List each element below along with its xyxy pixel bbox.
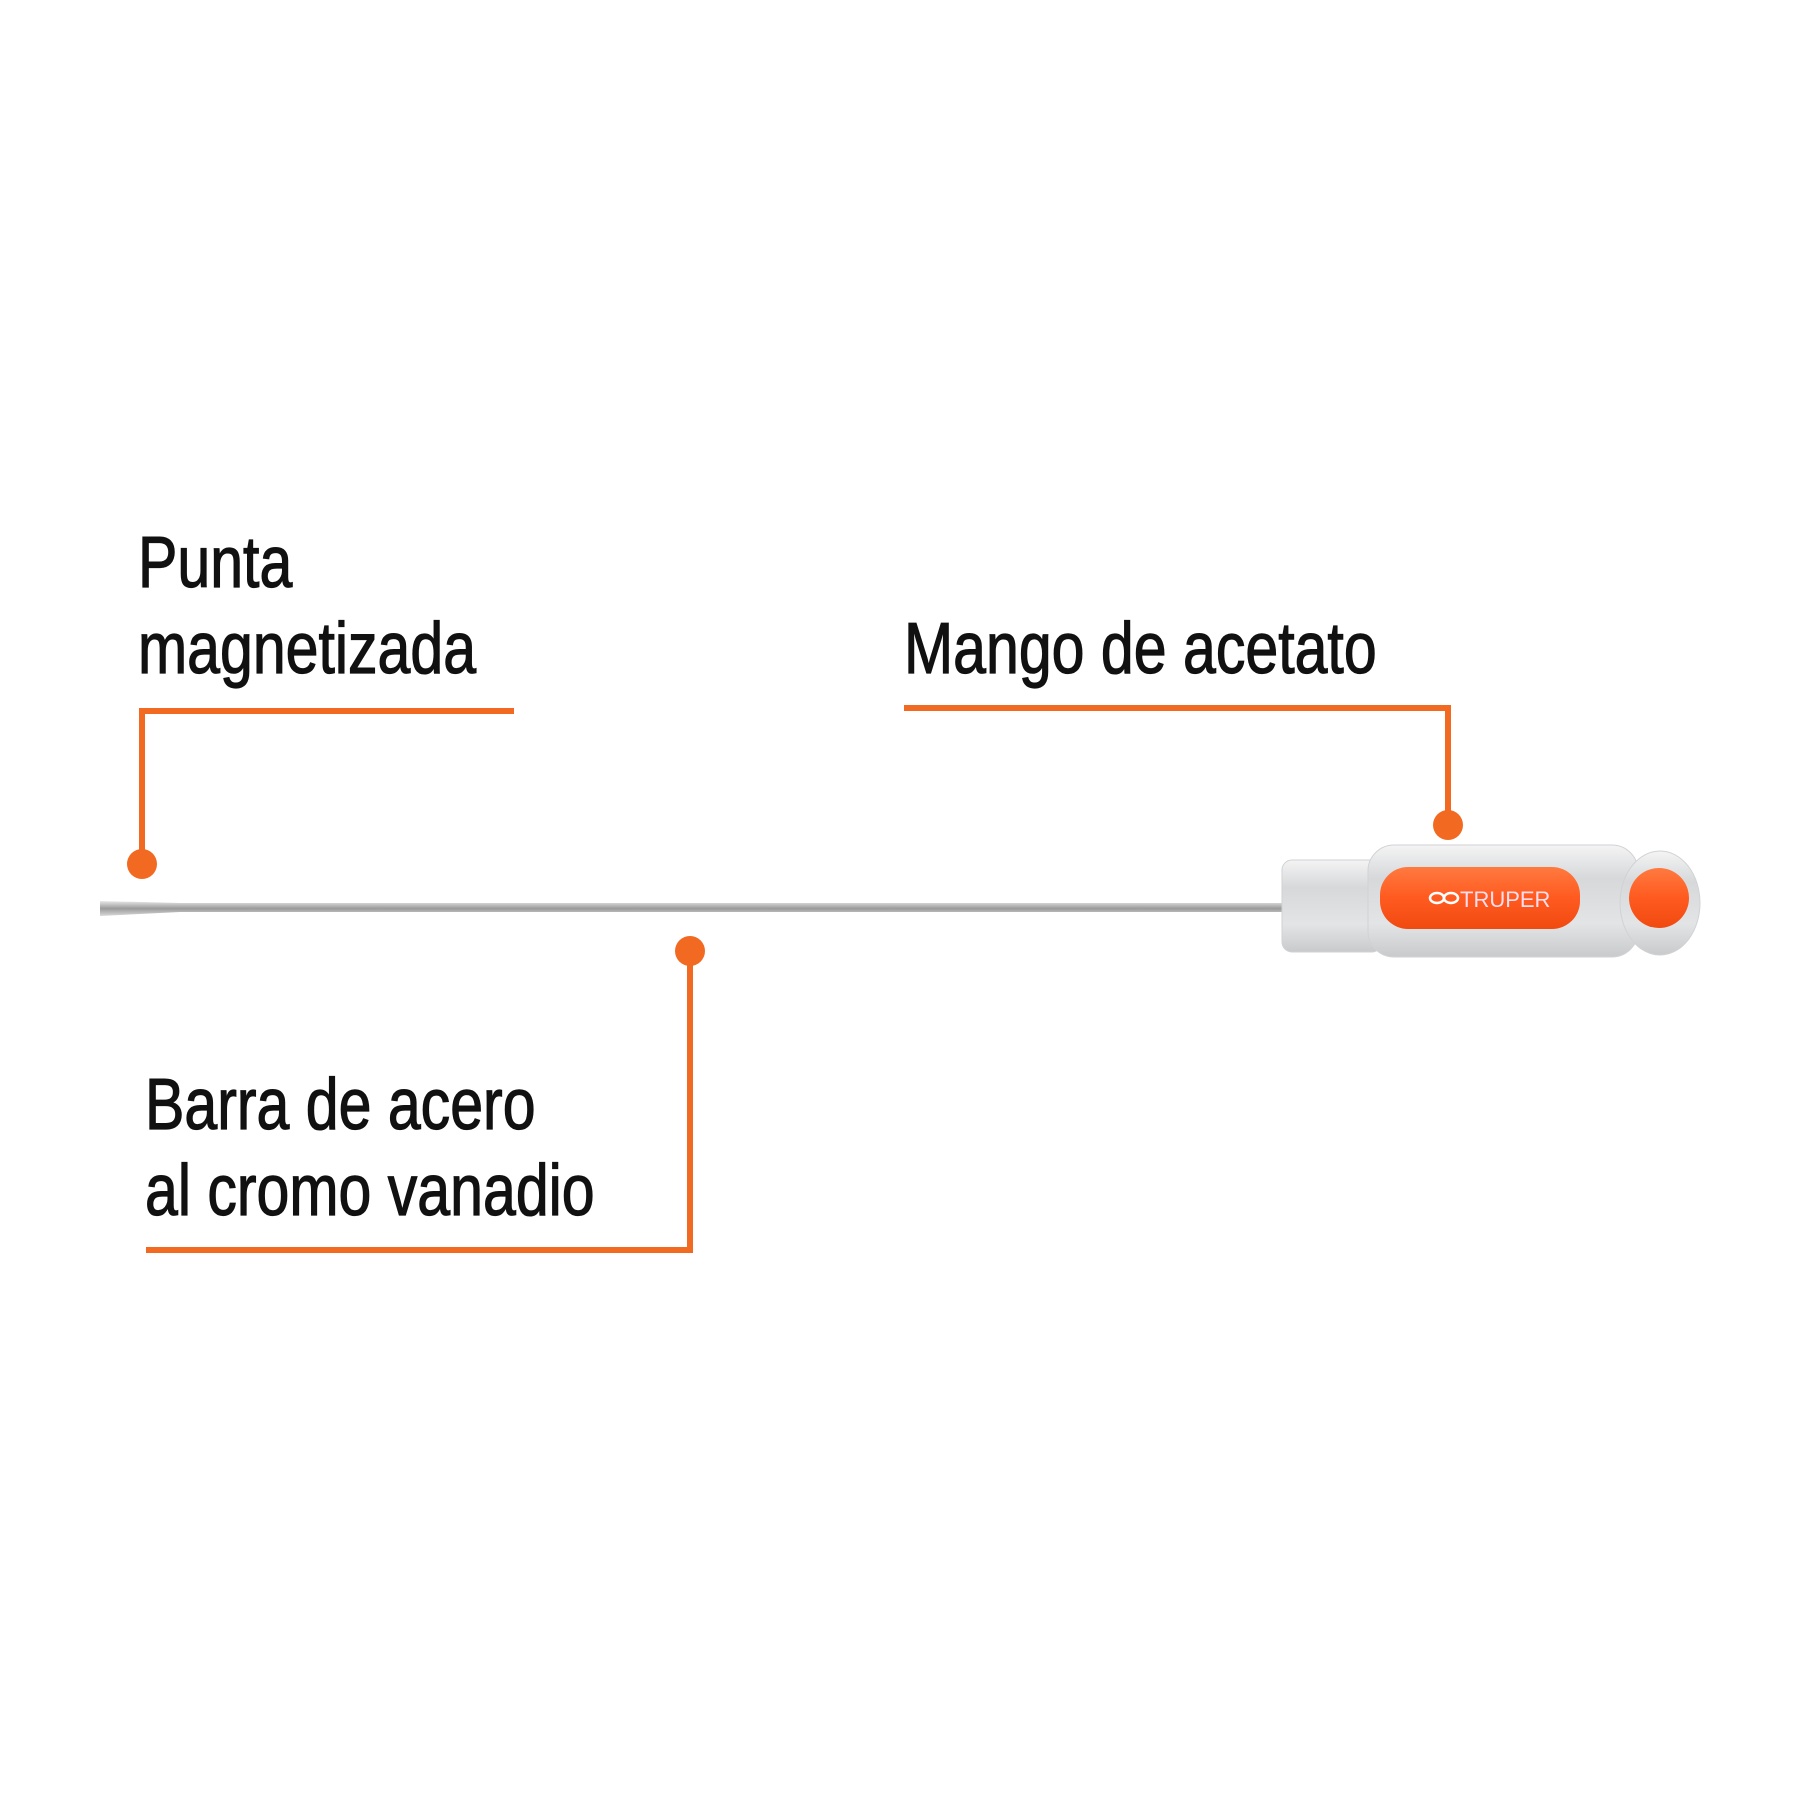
handle-label-line1: Mango de acetato	[904, 608, 1378, 689]
acetate-handle: TRUPER	[1281, 844, 1701, 958]
shaft-label-line1: Barra de acero	[145, 1064, 537, 1145]
handle-leader-line	[904, 705, 1451, 820]
shaft-label-line2: al cromo vanadio	[145, 1150, 596, 1231]
svg-text:TRUPER: TRUPER	[1460, 887, 1550, 912]
truper-logo: TRUPER	[1428, 887, 1550, 912]
tip-leader-line	[139, 708, 514, 860]
shaft-callout-label: Barra de acero al cromo vanadio	[145, 1062, 596, 1234]
tip-label-line1: Punta	[138, 522, 293, 603]
tip-label-line2: magnetizada	[138, 608, 477, 689]
handle-callout-label: Mango de acetato	[904, 606, 1378, 692]
shaft-leader-line	[146, 955, 693, 1253]
tip-callout-dot	[127, 849, 157, 879]
tip-callout-label: Punta magnetizada	[138, 520, 477, 692]
handle-callout-dot	[1433, 810, 1463, 840]
steel-shaft	[100, 901, 1290, 916]
shaft-callout-dot	[675, 936, 705, 966]
